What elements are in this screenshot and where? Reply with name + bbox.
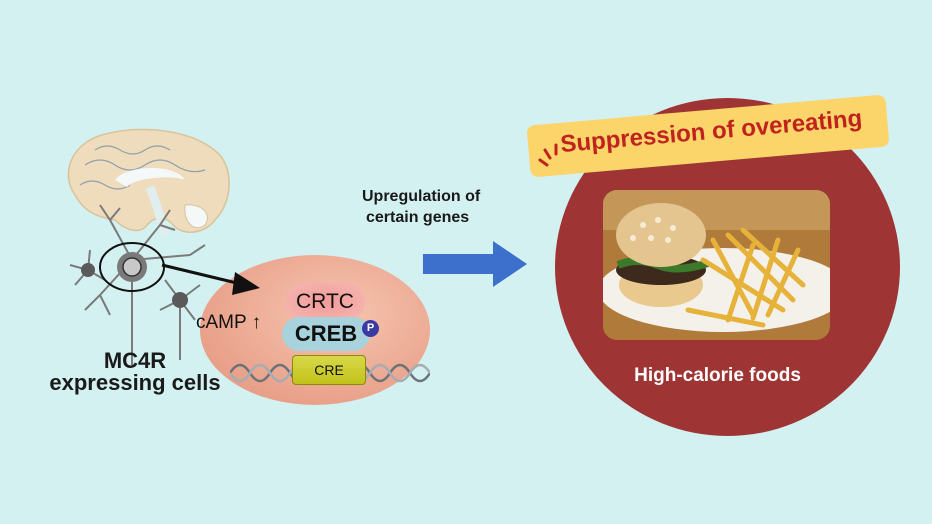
crtc-protein: CRTC — [285, 282, 365, 322]
zoom-arrow — [161, 263, 260, 295]
camp-label: cAMP ↑ — [196, 312, 262, 333]
brain-icon — [67, 128, 230, 237]
high-calorie-foods-label: High-calorie foods — [634, 365, 801, 386]
upregulation-label: Upregulation of certain genes — [362, 186, 542, 228]
upregulation-line1: Upregulation of — [362, 188, 481, 205]
cre-element: CRE — [292, 355, 366, 385]
burger-fries-illustration — [603, 190, 830, 340]
creb-protein: CREB — [282, 317, 370, 351]
mc4r-label-line1: MC4R — [103, 348, 167, 373]
upregulation-line2: certain genes — [366, 209, 470, 226]
phosphate-badge: P — [362, 320, 379, 337]
burger-fries-photo — [603, 190, 830, 340]
mc4r-label-line2: expressing cells — [49, 370, 221, 395]
right-arrow-icon — [423, 241, 527, 287]
mc4r-cells-label: MC4R expressing cells — [20, 350, 250, 394]
emphasis-marks-icon — [538, 143, 558, 167]
neuron-cluster — [69, 204, 206, 365]
